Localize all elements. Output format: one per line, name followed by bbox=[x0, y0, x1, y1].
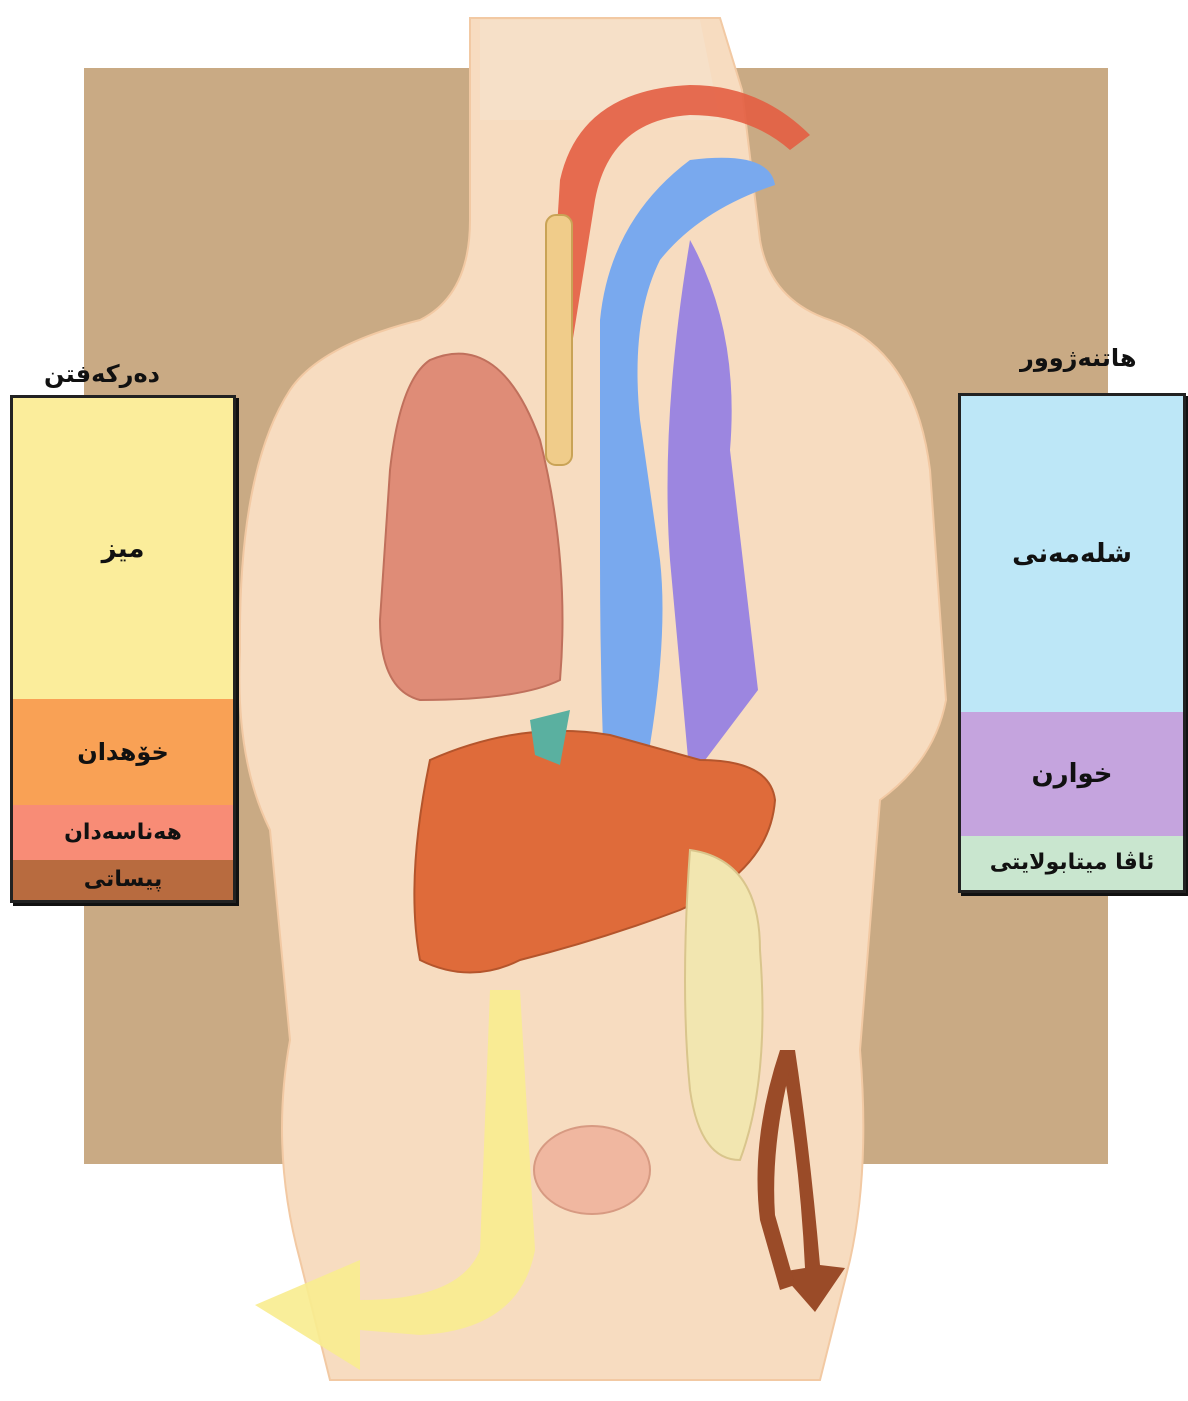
input-segment-label: شلەمەنی bbox=[1012, 539, 1132, 569]
bladder bbox=[534, 1126, 650, 1214]
output-segment-label: خۆهدان bbox=[77, 738, 169, 766]
input-panel: شلەمەنی خوارن ئاڤا میتابولایتی bbox=[958, 393, 1186, 893]
output-title: دەرکەفتن bbox=[44, 360, 160, 388]
intestines bbox=[685, 850, 763, 1160]
output-panel: میز خۆهدان هەناسەدان پیساتی bbox=[10, 395, 236, 903]
output-segment-1: خۆهدان bbox=[13, 699, 233, 804]
input-segment-0: شلەمەنی bbox=[961, 396, 1183, 712]
input-segment-2: ئاڤا میتابولایتی bbox=[961, 836, 1183, 890]
input-title: هاتنەژوور bbox=[1020, 344, 1136, 372]
output-segment-2: هەناسەدان bbox=[13, 805, 233, 860]
output-segment-0: میز bbox=[13, 398, 233, 699]
output-segment-label: میز bbox=[102, 534, 145, 564]
input-segment-label: خوارن bbox=[1031, 759, 1112, 789]
trachea bbox=[546, 215, 572, 465]
input-segment-1: خوارن bbox=[961, 712, 1183, 836]
output-segment-label: پیساتی bbox=[84, 867, 162, 892]
input-segment-label: ئاڤا میتابولایتی bbox=[990, 850, 1155, 875]
output-segment-3: پیساتی bbox=[13, 860, 233, 900]
output-segment-label: هەناسەدان bbox=[64, 820, 182, 845]
